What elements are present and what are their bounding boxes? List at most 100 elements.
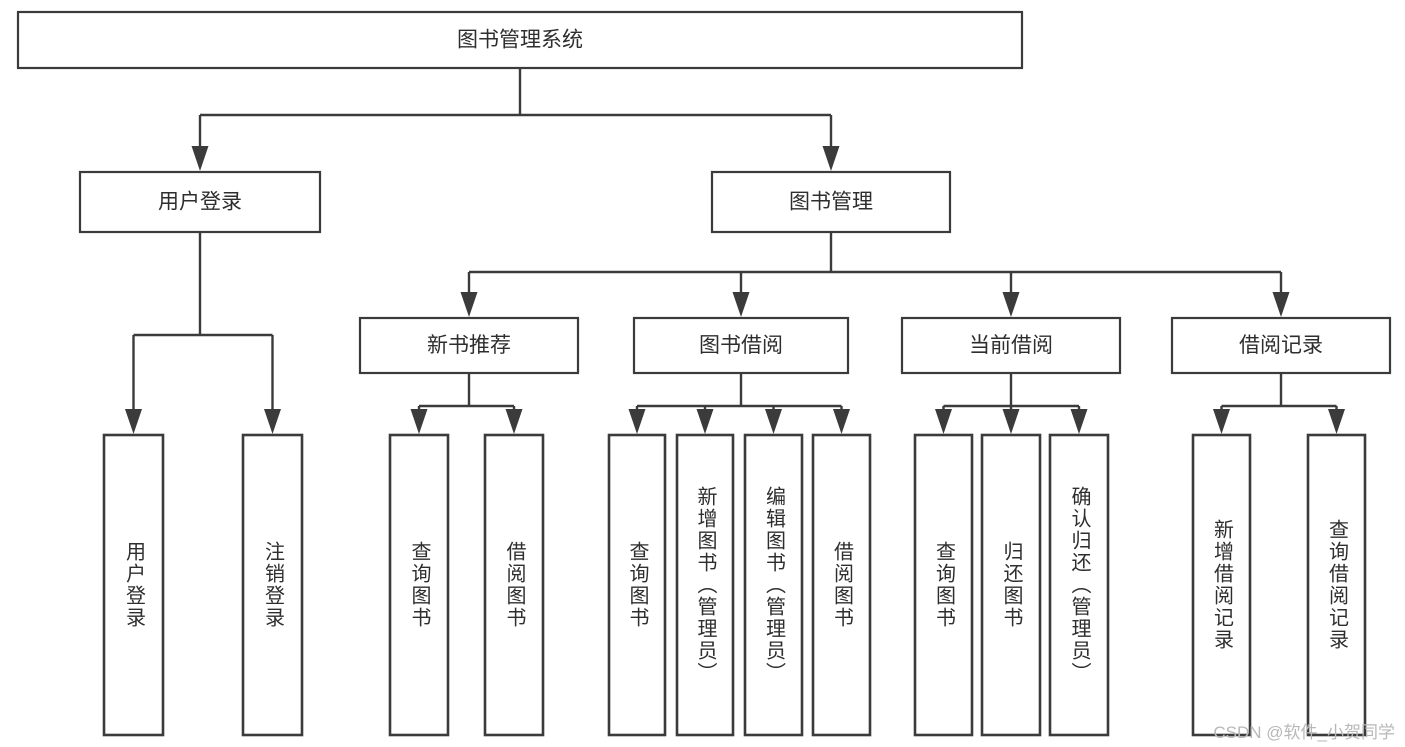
- node-label-leaf-user-login: 用户登录: [122, 541, 145, 629]
- node-leaf-user-login[interactable]: 用户登录: [102, 433, 165, 737]
- node-label-leaf-add-book: 新增图书（管理员）: [694, 486, 716, 684]
- node-label-current-borrow: 当前借阅: [969, 334, 1053, 357]
- node-book-borrow[interactable]: 图书借阅: [632, 316, 850, 375]
- node-label-leaf-query-book-borrow: 查询图书: [626, 541, 648, 629]
- arrow-head-current-borrow: [1002, 292, 1020, 317]
- node-box-leaf-add-borrow-record[interactable]: [1191, 433, 1252, 737]
- node-label-user-login: 用户登录: [158, 191, 242, 214]
- node-label-leaf-edit-book: 编辑图书（管理员）: [762, 486, 785, 684]
- node-root[interactable]: 图书管理系统: [16, 10, 1024, 70]
- node-label-leaf-query-book-rec: 查询图书: [408, 541, 430, 629]
- node-label-root: 图书管理系统: [457, 29, 583, 52]
- node-leaf-return-book[interactable]: 归还图书: [980, 433, 1042, 737]
- node-label-leaf-borrow-book-rec: 借阅图书: [503, 541, 525, 629]
- node-label-borrow-record: 借阅记录: [1239, 334, 1323, 357]
- edge-group-borrow-record: [1213, 373, 1345, 434]
- node-box-book-manage[interactable]: [710, 170, 952, 234]
- edge-group-new-book-rec: [410, 373, 523, 434]
- node-leaf-borrow-book[interactable]: 借阅图书: [811, 433, 872, 737]
- node-box-leaf-query-book-borrow[interactable]: [607, 433, 667, 737]
- edge-group-root: [191, 68, 840, 171]
- node-box-leaf-logout[interactable]: [241, 433, 304, 737]
- node-label-wrap-leaf-query-book-borrow: 查询图书: [626, 541, 648, 629]
- node-borrow-record[interactable]: 借阅记录: [1170, 316, 1392, 375]
- edge-group-book-manage: [460, 232, 1290, 317]
- node-label-wrap-leaf-query-borrow-record: 查询借阅记录: [1325, 519, 1348, 651]
- node-leaf-logout[interactable]: 注销登录: [241, 433, 304, 737]
- node-book-manage[interactable]: 图书管理: [710, 170, 952, 234]
- arrow-head-leaf-logout: [264, 409, 281, 434]
- node-box-current-borrow[interactable]: [900, 316, 1122, 375]
- node-label-leaf-confirm-return: 确认归还（管理员）: [1068, 486, 1090, 684]
- node-leaf-edit-book[interactable]: 编辑图书（管理员）: [743, 433, 804, 737]
- node-leaf-confirm-return[interactable]: 确认归还（管理员）: [1048, 433, 1110, 737]
- arrow-head-leaf-borrow-book-rec: [505, 409, 523, 434]
- node-box-leaf-user-login[interactable]: [102, 433, 165, 737]
- arrow-head-leaf-return-book: [1002, 409, 1020, 434]
- node-box-leaf-query-book-current[interactable]: [913, 433, 974, 737]
- node-label-leaf-query-book-current: 查询图书: [932, 541, 955, 629]
- node-user-login[interactable]: 用户登录: [78, 170, 322, 234]
- node-label-wrap-leaf-add-borrow-record: 新增借阅记录: [1210, 519, 1233, 651]
- node-leaf-query-book-rec[interactable]: 查询图书: [388, 433, 450, 737]
- arrow-head-leaf-query-book-borrow: [628, 409, 646, 434]
- node-leaf-add-book[interactable]: 新增图书（管理员）: [675, 433, 735, 737]
- arrow-head-leaf-add-borrow-record: [1213, 409, 1230, 434]
- node-current-borrow[interactable]: 当前借阅: [900, 316, 1122, 375]
- node-box-root[interactable]: [16, 10, 1024, 70]
- arrow-head-leaf-query-borrow-record: [1328, 409, 1345, 434]
- arrow-head-book-manage: [822, 146, 840, 171]
- node-box-leaf-borrow-book[interactable]: [811, 433, 872, 737]
- node-label-leaf-logout: 注销登录: [261, 541, 284, 629]
- arrow-head-leaf-query-book-current: [935, 409, 952, 434]
- arrow-head-new-book-rec: [460, 292, 478, 317]
- arrow-head-leaf-user-login: [125, 409, 142, 434]
- node-box-leaf-edit-book[interactable]: [743, 433, 804, 737]
- arrow-head-user-login: [191, 146, 209, 171]
- node-label-leaf-add-borrow-record: 新增借阅记录: [1210, 519, 1233, 651]
- node-label-book-manage: 图书管理: [789, 191, 873, 214]
- node-box-leaf-query-borrow-record[interactable]: [1306, 433, 1367, 737]
- node-new-book-rec[interactable]: 新书推荐: [358, 316, 580, 375]
- connector-layer: [125, 68, 1345, 434]
- node-label-leaf-return-book: 归还图书: [1000, 541, 1022, 629]
- arrow-head-leaf-borrow-book: [833, 409, 850, 434]
- node-box-book-borrow[interactable]: [632, 316, 850, 375]
- node-label-wrap-leaf-query-book-rec: 查询图书: [408, 541, 430, 629]
- node-layer: 图书管理系统用户登录图书管理新书推荐图书借阅当前借阅借阅记录用户登录注销登录查询…: [16, 10, 1392, 737]
- arrow-head-leaf-query-book-rec: [410, 409, 428, 434]
- node-box-user-login[interactable]: [78, 170, 322, 234]
- node-label-book-borrow: 图书借阅: [699, 334, 783, 357]
- node-label-wrap-leaf-borrow-book: 借阅图书: [830, 541, 853, 629]
- node-leaf-query-book-current[interactable]: 查询图书: [913, 433, 974, 737]
- node-box-new-book-rec[interactable]: [358, 316, 580, 375]
- node-label-wrap-leaf-logout: 注销登录: [261, 541, 284, 629]
- arrow-head-leaf-edit-book: [765, 409, 782, 434]
- edge-group-user-login: [125, 232, 281, 434]
- node-box-leaf-add-book[interactable]: [675, 433, 735, 737]
- node-label-wrap-leaf-query-book-current: 查询图书: [932, 541, 955, 629]
- node-label-wrap-leaf-user-login: 用户登录: [122, 541, 145, 629]
- node-box-leaf-query-book-rec[interactable]: [388, 433, 450, 737]
- node-box-leaf-confirm-return[interactable]: [1048, 433, 1110, 737]
- node-leaf-query-borrow-record[interactable]: 查询借阅记录: [1306, 433, 1367, 737]
- node-label-leaf-query-borrow-record: 查询借阅记录: [1325, 519, 1348, 651]
- node-leaf-borrow-book-rec[interactable]: 借阅图书: [483, 433, 545, 737]
- node-box-borrow-record[interactable]: [1170, 316, 1392, 375]
- node-label-wrap-leaf-edit-book: 编辑图书（管理员）: [762, 486, 785, 684]
- node-box-leaf-borrow-book-rec[interactable]: [483, 433, 545, 737]
- arrow-head-leaf-add-book: [696, 409, 714, 434]
- node-label-wrap-leaf-add-book: 新增图书（管理员）: [694, 486, 716, 684]
- node-label-leaf-borrow-book: 借阅图书: [830, 541, 853, 629]
- node-label-new-book-rec: 新书推荐: [427, 334, 511, 357]
- node-box-leaf-return-book[interactable]: [980, 433, 1042, 737]
- node-leaf-query-book-borrow[interactable]: 查询图书: [607, 433, 667, 737]
- edge-group-current-borrow: [935, 373, 1088, 434]
- arrow-head-leaf-confirm-return: [1070, 409, 1088, 434]
- arrow-head-book-borrow: [732, 292, 750, 317]
- node-label-wrap-leaf-borrow-book-rec: 借阅图书: [503, 541, 525, 629]
- node-label-wrap-leaf-confirm-return: 确认归还（管理员）: [1068, 486, 1090, 684]
- node-leaf-add-borrow-record[interactable]: 新增借阅记录: [1191, 433, 1252, 737]
